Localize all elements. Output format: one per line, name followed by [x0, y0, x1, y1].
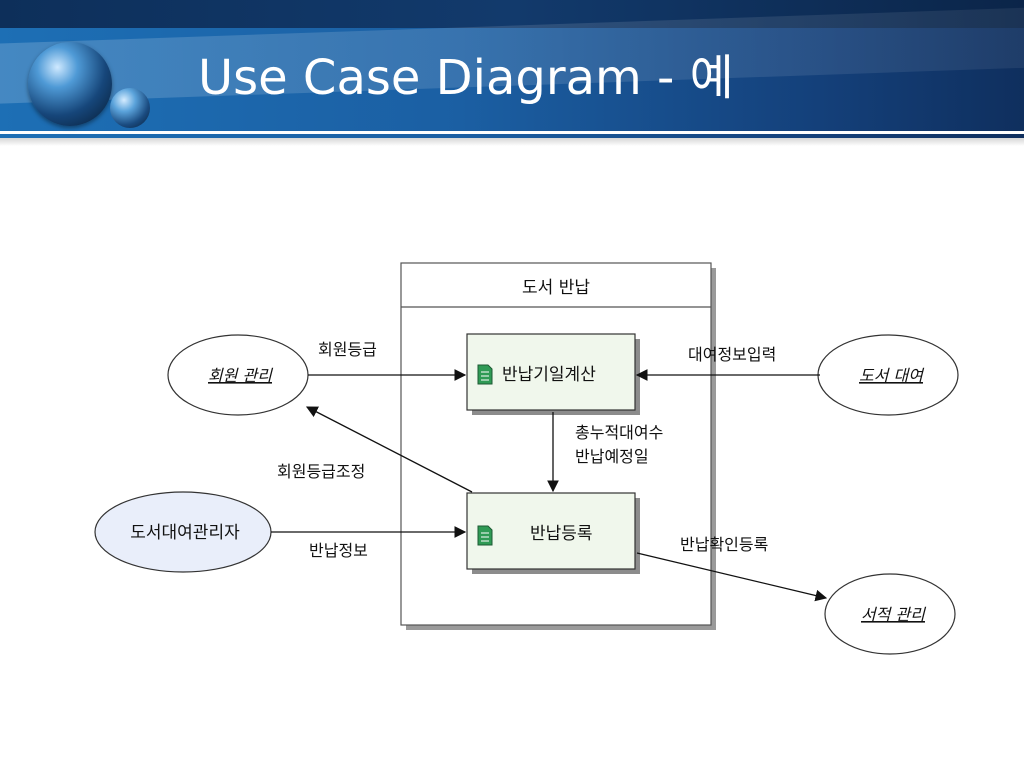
flow-label-rental-info-input: 대여정보입력 [688, 345, 776, 364]
slide-header: Use Case Diagram - 예 [0, 0, 1024, 138]
actor-rental-manager[interactable]: 도서대여관리자 [94, 491, 272, 573]
small-globe-icon [110, 88, 150, 128]
use-case-register-return[interactable]: 반납등록 [466, 492, 640, 574]
header-shadow [0, 138, 1024, 146]
flow-grade-adjust-arrow [305, 406, 473, 493]
actor-rental-manager-label: 도서대여관리자 [130, 523, 240, 543]
flow-return-confirm-arrow [636, 552, 828, 602]
slide-title: Use Case Diagram - 예 [198, 50, 734, 106]
external-book-mgmt-ellipse [824, 573, 956, 655]
external-member-mgmt[interactable]: 회원 관리 [167, 334, 309, 416]
flow-label-member-grade: 회원등급 [318, 340, 377, 359]
use-case-calc-due[interactable]: 반납기일계산 [466, 333, 640, 415]
document-icon [477, 525, 493, 546]
use-case-register-return-label: 반납등록 [530, 524, 593, 544]
system-boundary: 도서 반납 [400, 262, 716, 630]
header-divider [0, 131, 1024, 134]
external-book-rental-label: 도서 대여 [859, 366, 925, 385]
external-member-mgmt-label: 회원 관리 [208, 366, 273, 385]
document-icon [477, 364, 493, 385]
flow-label-return-confirm: 반납확인등록 [680, 535, 768, 554]
external-book-rental[interactable]: 도서 대여 [817, 334, 959, 416]
system-boundary-title: 도서 반납 [522, 278, 590, 298]
header-top-band [0, 0, 1024, 28]
globe-logo-icon [28, 42, 112, 126]
external-book-mgmt-label: 서적 관리 [861, 605, 926, 624]
external-book-mgmt[interactable]: 서적 관리 [824, 573, 956, 655]
use-case-calc-due-box [466, 333, 636, 411]
use-case-register-return-box [466, 492, 636, 570]
flow-label-due-date: 반납예정일 [575, 447, 649, 466]
flow-label-grade-adjust: 회원등급조정 [277, 462, 365, 481]
use-case-calc-due-label: 반납기일계산 [502, 365, 596, 385]
flow-label-return-info: 반납정보 [309, 541, 368, 560]
flow-label-total-rental: 총누적대여수 [575, 423, 663, 442]
